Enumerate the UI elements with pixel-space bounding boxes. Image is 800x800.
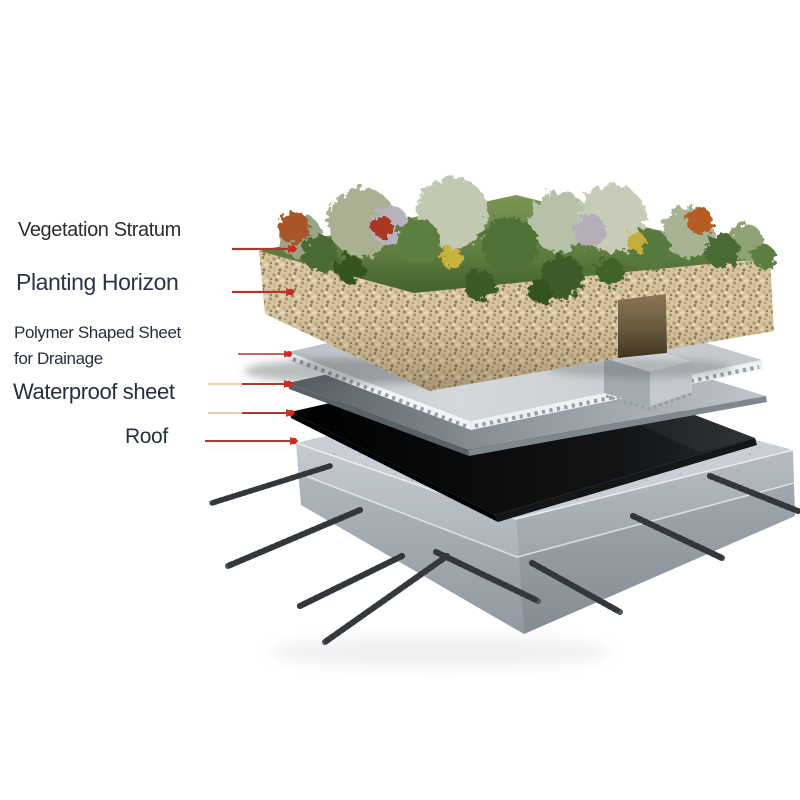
arrow-black-membrane: [208, 409, 296, 417]
rebar-rod: [529, 560, 623, 615]
label-polymer-sheet-line2: for Drainage: [14, 349, 103, 368]
concrete-top-edge-highlight: [295, 442, 794, 520]
drainage-notch-opening: [618, 294, 667, 358]
bush: [752, 245, 776, 269]
label-roof: Roof: [125, 425, 168, 448]
concrete-front-left-face: [296, 443, 524, 634]
rebar-rod: [707, 473, 800, 514]
vegetation-stratum: [278, 177, 776, 303]
ground-shadow: [270, 636, 610, 668]
label-polymer-sheet-line1: Polymer Shaped Sheet: [14, 323, 181, 342]
gravel-front-left-shade: [259, 251, 429, 391]
flowering-shrub-red: [371, 216, 393, 238]
bush: [302, 235, 338, 271]
black-membrane-edge-right: [495, 438, 757, 522]
waterproof-sheet-edge: [288, 383, 469, 456]
arrow-roof: [205, 437, 299, 445]
waterproof-sheet-edge-right: [468, 396, 767, 456]
rebar-rod: [322, 553, 450, 645]
bush: [464, 269, 496, 301]
arrow-polymer-sheet: [238, 350, 293, 358]
flowering-shrub-orange: [687, 208, 713, 234]
slab-shadow-on-sheet-right: [548, 358, 732, 378]
bush: [574, 215, 606, 247]
black-membrane-edge-left: [290, 412, 498, 522]
rebar-rod: [433, 549, 541, 604]
rebar-rods: [209, 463, 800, 645]
bush: [528, 279, 552, 303]
bush: [596, 258, 624, 286]
label-waterproof-sheet: Waterproof sheet: [13, 379, 175, 404]
arrow-planting-horizon: [232, 288, 296, 296]
arrow-vegetation-stratum: [232, 245, 298, 253]
label-polymer-sheet: Polymer Shaped Sheet for Drainage: [14, 320, 181, 372]
arrow-waterproof-sheet: [208, 380, 294, 388]
label-planting-horizon: Planting Horizon: [16, 269, 179, 295]
flowering-shrub-yellow: [626, 232, 646, 252]
bush: [336, 255, 364, 283]
concrete-tier-seam: [297, 472, 795, 558]
gravel-front-right-shade: [414, 258, 774, 391]
channel-dimple-dots: [605, 392, 692, 411]
flowering-shrub-orange: [278, 212, 310, 244]
pointer-arrows: [205, 245, 299, 445]
rebar-rod: [225, 507, 363, 569]
bush: [530, 192, 590, 252]
rebar-rod: [297, 553, 405, 609]
label-vegetation-stratum: Vegetation Stratum: [18, 219, 181, 241]
bush: [482, 217, 538, 273]
bush: [705, 234, 739, 268]
rebar-rod: [209, 463, 333, 506]
rebar-rod: [630, 513, 725, 561]
flowering-shrub-yellow: [441, 247, 463, 269]
concrete-front-right-face: [516, 450, 795, 634]
bush: [396, 219, 440, 263]
